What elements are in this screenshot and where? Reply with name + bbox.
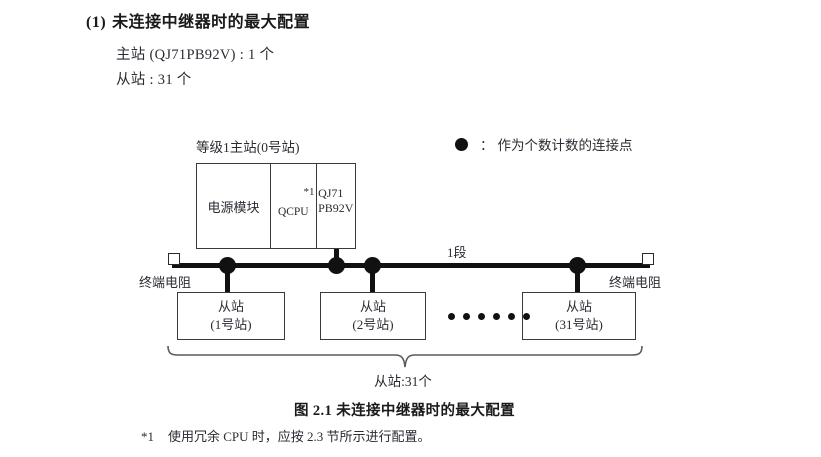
spec-line-master: 主站 (QJ71PB92V) : 1 个 (116, 47, 275, 63)
section-heading: (1) 未连接中继器时的最大配置 (86, 8, 310, 32)
terminator-label-right: 终端电阻 (609, 275, 662, 290)
connection-node-icon (219, 257, 236, 274)
drop-line-slave-2 (370, 265, 375, 293)
slave-station-box-2: 从站 (2号站) (320, 292, 426, 340)
figure-caption-wrap: 图 2.1 未连接中继器时的最大配置 (0, 399, 821, 420)
connection-node-icon (364, 257, 381, 274)
network-module-line2: PB92V (318, 201, 354, 215)
ellipsis-dot-icon (523, 313, 530, 320)
grouping-brace (165, 344, 645, 370)
slave-station-number: (1号站) (210, 317, 252, 332)
slave-station-number: (31号站) (555, 317, 603, 332)
brace-label: 从站:31个 (374, 374, 432, 389)
brace-label-wrap: 从站:31个 (0, 370, 821, 390)
connection-node-icon (569, 257, 586, 274)
slave-station-number: (2号站) (352, 317, 394, 332)
figure-caption: 图 2.1 未连接中继器时的最大配置 (293, 403, 516, 419)
cpu-footnote-mark: *1 (303, 186, 315, 198)
ellipsis-dots (448, 313, 530, 320)
section-number: (1) (86, 14, 107, 31)
network-module-line1: QJ71 (318, 186, 344, 200)
network-bus-line (172, 263, 650, 268)
ellipsis-dot-icon (493, 313, 500, 320)
slave-station-box-31: 从站 (31号站) (522, 292, 636, 340)
master-station-label: 等级1主站(0号站) (196, 140, 300, 155)
ellipsis-dot-icon (463, 313, 470, 320)
ellipsis-dot-icon (448, 313, 455, 320)
slave-station-box-1: 从站 (1号站) (177, 292, 285, 340)
terminator-icon-left (168, 253, 180, 265)
footnote: *1 使用冗余 CPU 时，应按 2.3 节所示进行配置。 (141, 426, 431, 445)
footnote-mark: *1 (141, 429, 154, 444)
terminator-label-left: 终端电阻 (139, 275, 192, 290)
drop-line-slave-31 (575, 265, 580, 293)
ellipsis-dot-icon (478, 313, 485, 320)
power-module-cell: 电源模块 (207, 199, 260, 215)
spec-line-slave: 从站 : 31 个 (116, 72, 192, 88)
filled-circle-icon (455, 137, 468, 151)
slave-name: 从站 (217, 299, 244, 315)
segment-label: 1段 (447, 245, 467, 260)
page-title: 未连接中继器时的最大配置 (112, 14, 311, 31)
network-module-label: QJ71 PB92V (318, 186, 353, 216)
slave-name: 从站 (359, 299, 386, 315)
master-rack: 电源模块 *1 QCPU QJ71 PB92V (196, 163, 356, 249)
drop-line-slave-1 (225, 265, 230, 293)
cpu-module-label: QCPU (277, 206, 309, 218)
footnote-text: 使用冗余 CPU 时，应按 2.3 节所示进行配置。 (168, 429, 431, 444)
ellipsis-dot-icon (508, 313, 515, 320)
terminator-icon-right (642, 253, 654, 265)
legend-label: 作为个数计数的连接点 (497, 138, 633, 153)
legend-colon: ： (480, 138, 494, 153)
legend: ： 作为个数计数的连接点 (455, 134, 633, 154)
network-module-cell: QJ71 PB92V (315, 164, 356, 248)
connection-node-icon (328, 257, 345, 274)
slave-name: 从站 (565, 299, 592, 315)
cpu-module-cell: *1 QCPU (270, 164, 315, 248)
